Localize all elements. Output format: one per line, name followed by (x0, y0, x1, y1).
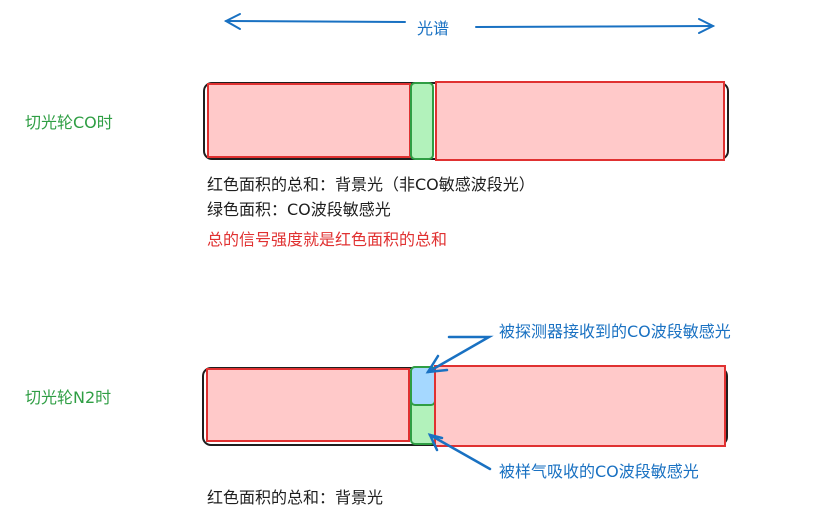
callout-arrow-received (425, 335, 494, 374)
conclusion-text: 总的信号强度就是红色面积的总和 (207, 230, 448, 249)
spectrum-bar-n2 (202, 365, 728, 447)
background-light-right (434, 365, 726, 447)
note-background: 红色面积的总和：背景光 (207, 488, 384, 507)
callout-absorbed-label: 被样气吸收的CO波段敏感光 (499, 462, 699, 481)
state-n2-label: 切光轮N2时 (25, 388, 112, 407)
note-red-area: 红色面积的总和：背景光（非CO敏感波段光） (207, 175, 535, 194)
state-co-label: 切光轮CO时 (25, 113, 113, 132)
background-light-right (435, 81, 725, 161)
spectrum-arrow (223, 13, 716, 34)
note-green-area: 绿色面积：CO波段敏感光 (207, 200, 391, 219)
callout-arrow-absorbed (427, 433, 492, 471)
co-band-light (410, 82, 434, 160)
background-light-left (207, 83, 411, 158)
callout-received-label: 被探测器接收到的CO波段敏感光 (499, 322, 731, 341)
background-light-left (206, 368, 410, 442)
spectrum-label: 光谱 (417, 19, 450, 38)
spectrum-bar-co (203, 81, 729, 161)
